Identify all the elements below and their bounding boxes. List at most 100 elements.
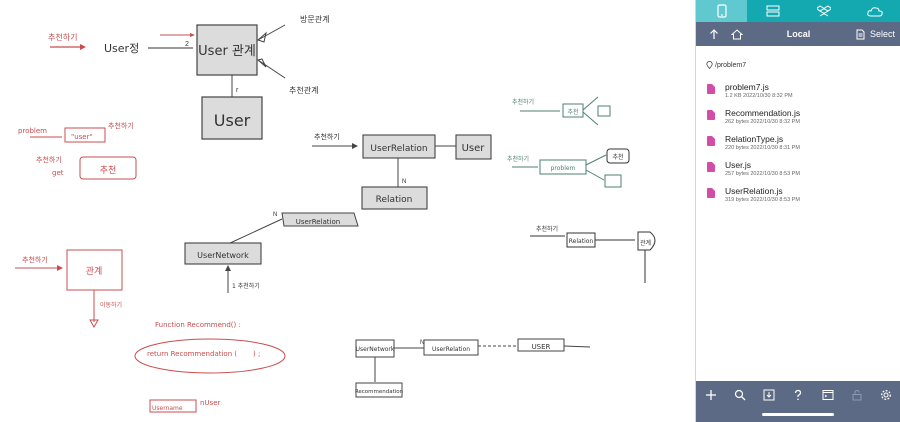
relation-box2-label: Relation — [376, 195, 413, 205]
function-notes: Function Recommend() : return Recommenda… — [134, 321, 286, 413]
flow-a-note: 추천하기 — [512, 98, 534, 106]
return-close: ) ; — [253, 350, 260, 358]
js-file-icon — [707, 110, 715, 120]
flow-b-box: problem — [551, 165, 576, 172]
diag-recommend: Recommendation — [355, 389, 404, 395]
js-file-icon — [707, 162, 715, 172]
recommend-word: 추천 — [100, 165, 117, 176]
note-recommend: 추천관계 — [289, 85, 318, 95]
diag-n: N — [420, 340, 424, 346]
file-item[interactable]: UserRelation.js 319 bytes 2022/10/30 8:5… — [696, 184, 900, 210]
user-box2-label: User — [462, 143, 486, 154]
drawing-canvas[interactable]: 추천하기 User정 2 User 관계 방문관계 추천관계 r User pr… — [0, 0, 695, 422]
network-note: 1 추천하기 — [232, 282, 260, 290]
help-button[interactable] — [790, 387, 806, 403]
file-item[interactable]: problem7.js 1.2 KB 2022/10/30 8:32 PM — [696, 80, 900, 106]
location-pin-icon — [706, 61, 713, 69]
terminal-button[interactable] — [820, 387, 836, 403]
search-icon — [734, 389, 746, 401]
file-name: Recommendation.js — [725, 108, 801, 118]
file-panel: Local Select /problem7 problem7.js 1.2 K… — [695, 0, 900, 422]
diag-user: USER — [532, 343, 551, 351]
arrow-in-note: 추천하기 — [48, 32, 77, 42]
flow-c-box: Relation — [569, 238, 594, 245]
file-name: problem7.js — [725, 82, 769, 92]
settings-button[interactable] — [878, 387, 894, 403]
tab-cloud[interactable] — [850, 0, 900, 22]
current-path: /problem7 — [706, 61, 746, 69]
file-item[interactable]: RelationType.js 220 bytes 2022/10/30 8:3… — [696, 132, 900, 158]
center-diagram: 추천하기 UserRelation User N Relation N User… — [184, 132, 492, 293]
file-meta: 1.2 KB 2022/10/30 8:32 PM — [725, 93, 793, 99]
arrow-up-icon — [710, 28, 718, 39]
lock-button[interactable] — [849, 387, 865, 403]
file-item[interactable]: User.js 257 bytes 2022/10/30 8:53 PM — [696, 158, 900, 184]
n-label2: N — [273, 212, 277, 218]
file-name: User.js — [725, 160, 751, 170]
file-meta: 220 bytes 2022/10/30 8:31 PM — [725, 145, 800, 151]
arrow-in-label: User정 — [104, 42, 139, 55]
flow-sketches: 추천하기 추천 추천하기 problem 추천 추천하기 Relation 관계 — [507, 96, 656, 283]
relation-box2 — [361, 186, 428, 210]
help-icon — [795, 389, 802, 401]
dropbox-icon — [817, 5, 832, 17]
bottom-toolbar — [696, 381, 900, 422]
main-diagram: 추천하기 User정 2 User 관계 방문관계 추천관계 r User — [48, 14, 329, 140]
tab-server[interactable] — [747, 0, 798, 22]
select-label: Select — [869, 29, 895, 39]
func-line: Function Recommend() : — [155, 321, 241, 329]
flow-a-box: 추천 — [567, 108, 578, 116]
handwritten-diagram: 추천하기 User정 2 User 관계 방문관계 추천관계 r User pr… — [15, 14, 656, 413]
user-name-note2: nUser — [200, 399, 221, 407]
tab-dropbox[interactable] — [799, 0, 850, 22]
up-button[interactable] — [706, 22, 722, 46]
down-note: 이동하기 — [100, 301, 122, 309]
user-note: "user" — [71, 133, 93, 141]
file-meta: 319 bytes 2022/10/30 8:53 PM — [725, 197, 800, 203]
file-meta: 262 bytes 2022/10/30 8:32 PM — [725, 119, 800, 125]
get-label: get — [52, 169, 64, 177]
js-file-icon — [707, 188, 715, 198]
save-icon — [763, 389, 775, 401]
home-button[interactable] — [729, 22, 745, 46]
main-box-label: User 관계 — [198, 44, 256, 59]
flow-b-note: 추천하기 — [507, 155, 529, 163]
select-button[interactable]: Select — [856, 22, 895, 46]
file-item[interactable]: Recommendation.js 262 bytes 2022/10/30 8… — [696, 106, 900, 132]
home-icon — [731, 28, 743, 39]
server-icon — [766, 5, 780, 17]
file-list: problem7.js 1.2 KB 2022/10/30 8:32 PM Re… — [696, 80, 900, 210]
bottom-diagram: UserNetwork N UserRelation USER Recommen… — [355, 338, 591, 398]
left-notes: problem "user" 추천하기 추천 get 추천하기 추천하기 관계 … — [15, 121, 137, 329]
n-label: N — [402, 179, 406, 185]
label-r: r — [236, 87, 239, 94]
file-name: RelationType.js — [725, 134, 784, 144]
user-box2 — [455, 134, 492, 160]
label-two: 2 — [185, 41, 189, 48]
diag-network: UserNetwork — [356, 346, 395, 353]
document-icon — [856, 29, 865, 39]
user-network-box — [184, 242, 262, 265]
flow-b-end: 추천 — [612, 153, 623, 161]
note-follow: 방문관계 — [300, 14, 329, 24]
path-label: /problem7 — [715, 61, 747, 69]
user-network-label: UserNetwork — [197, 251, 249, 260]
source-tabs — [696, 0, 900, 22]
file-name: UserRelation.js — [725, 186, 783, 196]
panel-toolbar: Local Select — [696, 22, 900, 46]
save-button[interactable] — [761, 387, 777, 403]
diag-relation: UserRelation — [432, 346, 470, 353]
cloud-icon — [867, 6, 884, 16]
search-button[interactable] — [732, 387, 748, 403]
problem-label: problem — [18, 127, 47, 135]
js-file-icon — [707, 84, 715, 94]
user-relation-box-label: UserRelation — [370, 144, 427, 154]
user-box — [201, 96, 263, 140]
recommend-note2: 추천하기 — [22, 255, 48, 264]
phone-icon — [717, 4, 727, 18]
tab-local-device[interactable] — [696, 0, 748, 22]
file-meta: 257 bytes 2022/10/30 8:53 PM — [725, 171, 800, 177]
add-note: 추천하기 — [108, 121, 134, 130]
relation-box: 관계 — [86, 265, 103, 277]
new-file-button[interactable] — [703, 387, 719, 403]
